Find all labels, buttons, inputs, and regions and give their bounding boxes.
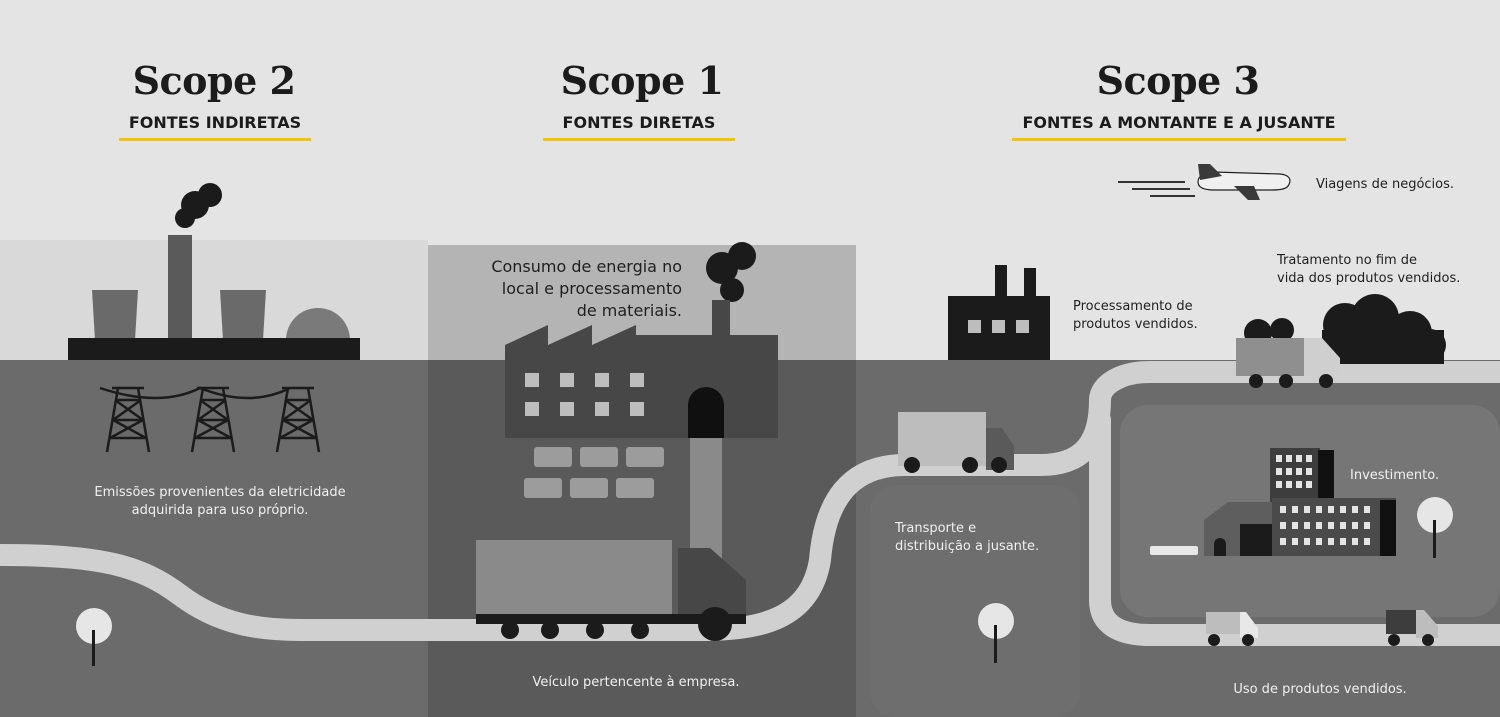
- electricity-label: Emissões provenientes da eletricidade ad…: [94, 485, 346, 518]
- power-plant: [68, 183, 360, 360]
- transport-truck: [898, 412, 1014, 473]
- scope2-subtitle: FONTES INDIRETAS: [119, 113, 311, 141]
- cooling-tower: [220, 290, 266, 340]
- end-of-life-scene: [1236, 294, 1446, 388]
- factory-windows: [525, 373, 644, 416]
- company-truck: [476, 540, 746, 641]
- investment-label: Investimento.: [1350, 468, 1440, 483]
- smoke-puff: [198, 183, 222, 207]
- travel-label: Viagens de negócios.: [1316, 177, 1455, 192]
- scope1-subtitle: FONTES DIRETAS: [543, 113, 735, 141]
- transport-label: Transporte e distribuição a jusante.: [895, 521, 1040, 554]
- scope3-title: Scope 3: [1096, 58, 1260, 103]
- factory-path: [690, 438, 722, 568]
- investment-buildings: [1150, 448, 1396, 556]
- use-label: Uso de produtos vendidos.: [1233, 682, 1407, 697]
- tree-icon: [978, 603, 1014, 663]
- product-vans: [1206, 610, 1438, 646]
- scope1-title: Scope 1: [560, 58, 724, 103]
- energy-label: Consumo de energia no local e processame…: [491, 257, 682, 320]
- pylon-icon: [190, 386, 236, 453]
- processing-factory: [948, 265, 1050, 360]
- parked-vans: [524, 447, 664, 498]
- truck-trailer: [476, 540, 672, 616]
- airplane-icon: [1118, 164, 1291, 200]
- chimney: [168, 235, 192, 340]
- tree-icon: [76, 608, 112, 666]
- cooling-tower: [92, 290, 138, 340]
- vehicle-label: Veículo pertencente à empresa.: [532, 675, 740, 690]
- factory-chimney: [712, 300, 730, 340]
- pylon-icon: [105, 386, 151, 453]
- dome: [286, 308, 350, 340]
- processing-label: Processamento de produtos vendidos.: [1073, 299, 1198, 332]
- plant-base: [68, 338, 360, 360]
- factory: [505, 242, 778, 568]
- scope2-title: Scope 2: [132, 58, 296, 103]
- smoke-puff: [720, 278, 744, 302]
- tree-icon: [1417, 497, 1453, 558]
- truck-chassis: [476, 614, 746, 624]
- power-pylons: [99, 386, 321, 453]
- pylon-icon: [275, 386, 321, 453]
- scope3-subtitle: FONTES A MONTANTE E A JUSANTE: [1012, 113, 1346, 141]
- smoke-puff: [728, 242, 756, 270]
- smoke-puff: [175, 208, 195, 228]
- road: [0, 361, 1500, 646]
- transport-block: [870, 485, 1080, 717]
- truck-wheels: [501, 607, 732, 641]
- end-of-life-label: Tratamento no fim de vida dos produtos v…: [1277, 253, 1461, 286]
- factory-door: [688, 387, 724, 438]
- truck-cab: [678, 548, 746, 620]
- branch-road: [1089, 409, 1500, 646]
